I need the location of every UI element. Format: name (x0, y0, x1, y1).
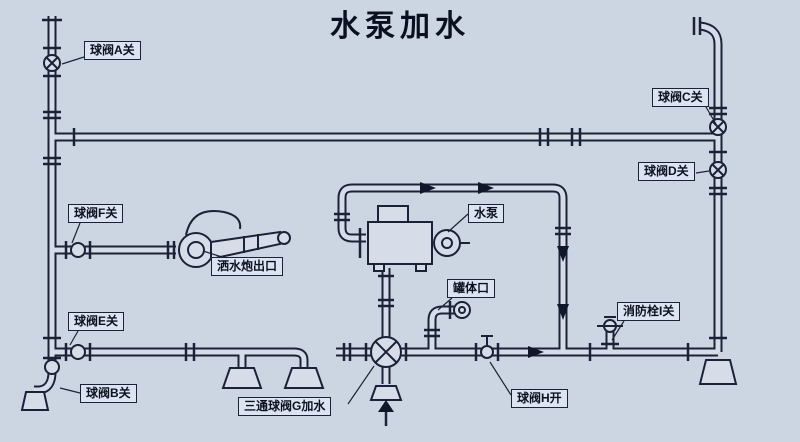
valve-c-symbol (709, 118, 727, 136)
label-valve-g: 三通球阀G加水 (238, 397, 332, 416)
label-valve-b: 球阀B关 (80, 384, 137, 403)
valve-f-symbol (70, 242, 86, 258)
label-tank-port: 罐体口 (447, 279, 496, 298)
water-pump-symbol (358, 205, 470, 272)
three-way-valve-g-symbol (370, 336, 402, 368)
leader-lines (59, 56, 717, 405)
label-valve-d: 球阀D关 (638, 162, 695, 181)
label-valve-a: 球阀A关 (84, 41, 141, 60)
valve-a-symbol (43, 54, 61, 72)
label-hydrant-i: 消防栓I关 (617, 302, 681, 321)
label-valve-f: 球阀F关 (68, 204, 124, 223)
flow-arrows (378, 182, 569, 426)
valve-b-symbol (44, 359, 60, 375)
label-valve-e: 球阀E关 (68, 312, 125, 331)
label-cannon-outlet: 洒水炮出口 (211, 257, 284, 276)
flange-ticks (42, 17, 727, 361)
valve-h-symbol (480, 335, 494, 359)
label-valve-h: 球阀H开 (511, 389, 568, 408)
valve-d-symbol (709, 161, 727, 179)
fire-hydrant-i-symbol (597, 316, 623, 346)
pipe-flares (20, 359, 738, 411)
diagram-title: 水泵加水 (330, 10, 470, 43)
valve-e-symbol (70, 344, 86, 360)
label-pump: 水泵 (468, 204, 505, 223)
label-valve-c: 球阀C关 (652, 88, 709, 107)
tank-port-symbol (453, 301, 471, 319)
